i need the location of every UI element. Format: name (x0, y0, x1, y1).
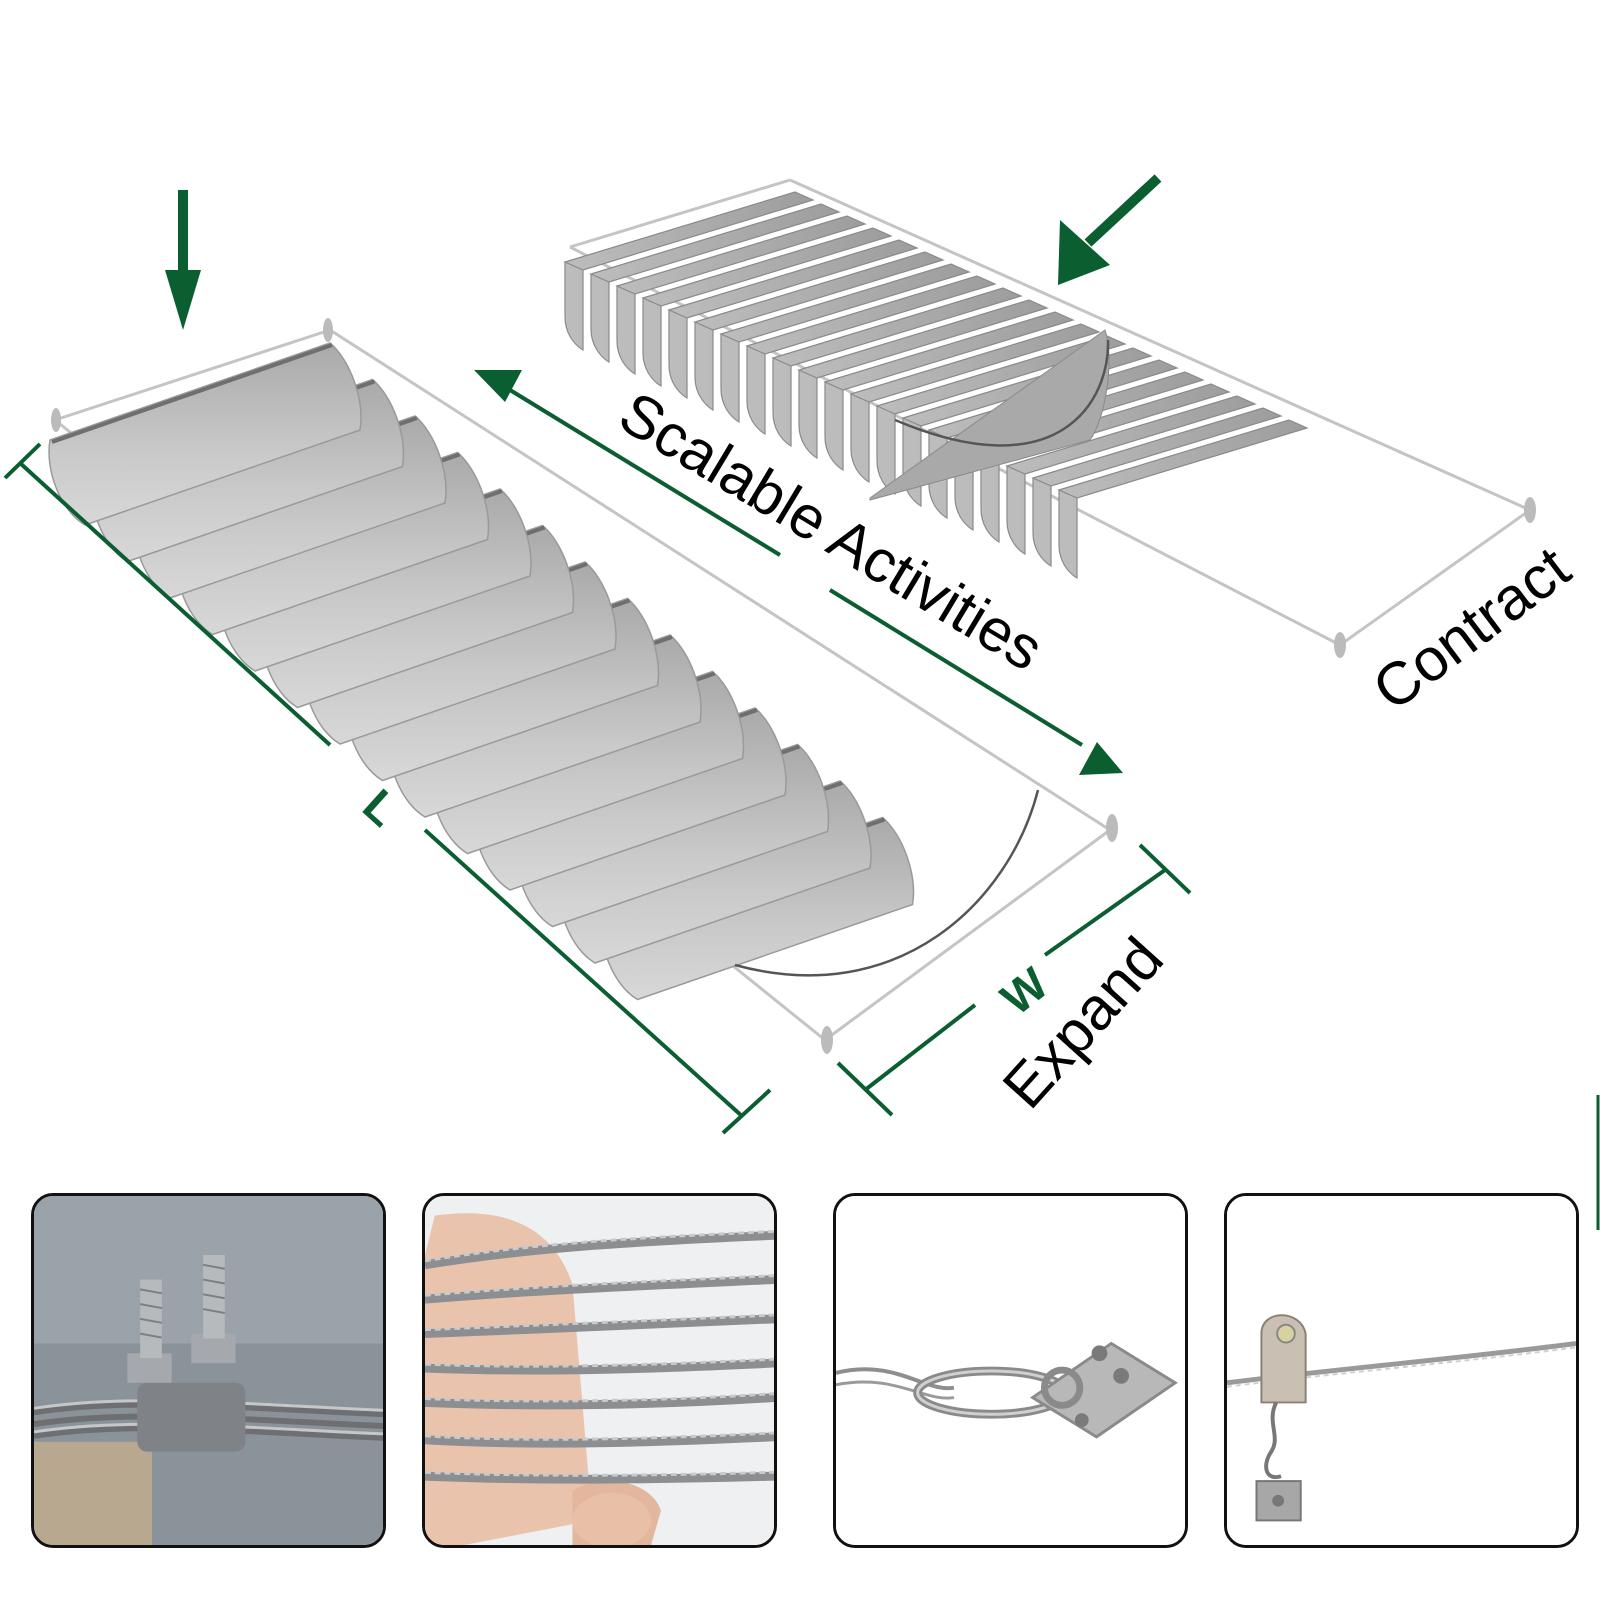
contracted-panel (667, 239, 919, 400)
w-dim-cap-bottom (836, 1061, 894, 1117)
w-dim-cap-top (1138, 843, 1192, 895)
contracted-panel (745, 275, 997, 436)
end-plate-left (51, 408, 61, 432)
contracted-panel (771, 287, 1023, 448)
contracted-panel (589, 203, 841, 364)
contracted-panel (719, 263, 971, 424)
contracted-shade (563, 178, 1536, 658)
wire-coil-photo (425, 1196, 774, 1545)
contracted-panel (641, 227, 893, 388)
c-end-plate-right (1524, 497, 1536, 523)
thumbnail-wire-clip (31, 1193, 386, 1548)
top-rail (54, 328, 331, 422)
expanded-shade (48, 318, 1118, 1054)
thumbnail-wire-coil (422, 1193, 777, 1548)
thumbnail-carabiner (833, 1193, 1188, 1548)
contracted-panel (849, 323, 1101, 484)
contracted-panel (1005, 395, 1257, 556)
wire-clip-photo (34, 1196, 383, 1545)
sag-cable (734, 789, 1040, 977)
scale-arrow-head-left (474, 370, 522, 402)
end-plate-right (1106, 814, 1118, 842)
contract-label: Contract (1361, 533, 1583, 723)
scale-arrow-upper (508, 388, 782, 557)
c-end-plate-bottom (1334, 632, 1346, 658)
w-dim-lower (863, 1003, 977, 1092)
c-back-wire (789, 178, 1531, 512)
l-dim-upper (18, 461, 332, 747)
contracted-front-face (869, 329, 1110, 501)
diag-arrow-shaft (1084, 174, 1162, 247)
thumbnail-slider-hook (1224, 1193, 1579, 1548)
annotations (3, 174, 1192, 1135)
l-dim-lower (423, 828, 745, 1119)
contracted-panel (823, 311, 1075, 472)
contracted-panel (1057, 419, 1309, 580)
back-wire (329, 328, 1111, 832)
contracted-panel (693, 251, 945, 412)
contracted-panel (615, 215, 867, 376)
c-top-rail (569, 178, 791, 249)
end-rail (824, 828, 1111, 1042)
w-dim-upper (1043, 868, 1167, 957)
c-sag-cable (894, 339, 1110, 447)
expand-label: Expand (990, 925, 1176, 1121)
contracted-panel (797, 299, 1049, 460)
end-plate-bottom (821, 1026, 833, 1054)
scale-arrow-head-right (1079, 742, 1123, 775)
contracted-panel (875, 335, 1127, 496)
contracted-panel (563, 191, 815, 352)
carabiner-photo (836, 1196, 1185, 1545)
l-dim-cap-top (3, 442, 42, 480)
end-plate-top (323, 318, 333, 342)
slider-hook-photo (1227, 1196, 1576, 1545)
expanded-panel (48, 342, 362, 526)
l-dim-cap-bottom (721, 1088, 772, 1135)
c-end-rail (1339, 508, 1531, 647)
diag-arrow-head (1058, 220, 1110, 285)
down-arrow-head (165, 270, 201, 330)
contracted-panel (1031, 407, 1283, 568)
scale-arrow-lower (828, 588, 1084, 747)
